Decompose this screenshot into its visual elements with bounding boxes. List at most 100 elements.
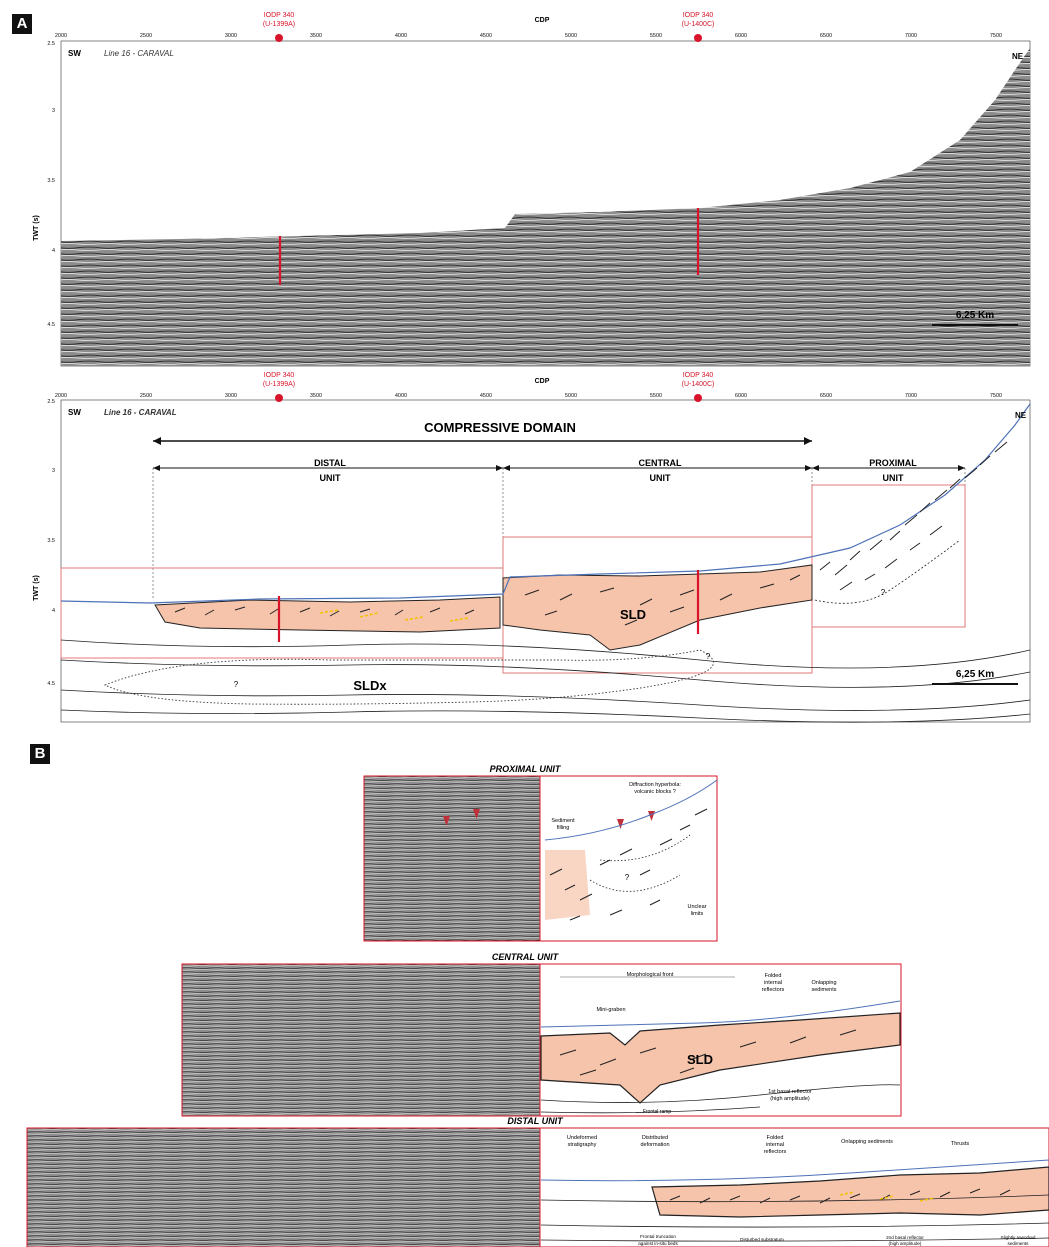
panel-b-badge: B: [30, 744, 50, 764]
cdp-tick: 2000: [55, 33, 67, 39]
central-sld-label: SLD: [687, 1052, 713, 1067]
panel-b-figure: PROXIMAL UNIT Diffraction hyperbola: vol…: [26, 764, 1049, 1247]
label-unclear-2: limits: [691, 911, 704, 917]
twt-tick: 4.5: [47, 681, 55, 687]
well-id-bottom-2: (U-1400C): [682, 381, 715, 388]
cdp-tick: 5500: [650, 33, 662, 39]
cdp-tick: 3000: [225, 33, 237, 39]
label-basal2-2: (high amplitude): [889, 1241, 922, 1246]
cdp-tick: 3500: [310, 393, 322, 399]
twt-tick: 4.5: [47, 322, 55, 328]
sw-label-bottom: SW: [68, 408, 81, 417]
twt-tick: 3: [52, 468, 55, 474]
bottom-twt-axis: 2.5 3 3.5 4 4.5: [47, 399, 55, 687]
label-minigraben: Mini-graben: [596, 1007, 625, 1013]
line-name-top: Line 16 - CARAVAL: [104, 49, 174, 58]
central-unit-title: CENTRAL UNIT: [492, 952, 560, 962]
label-sediment-1: Sediment: [551, 818, 575, 824]
label-distributed-2: deformation: [640, 1142, 669, 1148]
twt-tick: 3.5: [47, 178, 55, 184]
ne-label-bottom: NE: [1015, 411, 1027, 420]
compressive-domain-label: COMPRESSIVE DOMAIN: [424, 420, 576, 435]
cdp-tick: 2000: [55, 393, 67, 399]
panel-a-figure: 2000 2500 3000 3500 4000 4500 5000 5500 …: [33, 12, 1031, 723]
scale-bar-label-top: 6,25 Km: [956, 310, 994, 321]
well-id-bottom-1: (U-1399A): [263, 381, 295, 388]
twt-tick: 4: [52, 248, 55, 254]
cdp-tick: 6000: [735, 33, 747, 39]
central-unit-label-1: CENTRAL: [639, 458, 682, 468]
ne-label-top: NE: [1012, 52, 1024, 61]
line-name-bottom: Line 16 - CARAVAL: [104, 408, 177, 417]
cdp-tick: 5000: [565, 33, 577, 39]
diffraction-marker: [617, 811, 655, 829]
twt-tick: 2.5: [47, 399, 55, 405]
label-undeformed-2: stratigraphy: [568, 1142, 597, 1148]
label-distributed-1: Distributed: [642, 1135, 668, 1141]
label-folded-2: internal: [764, 980, 782, 986]
well-marker-u1399a-bottom: [275, 394, 283, 402]
question-mark-3: ?: [881, 588, 886, 597]
label-slightly-2: sediments: [1008, 1241, 1030, 1246]
cdp-label-bottom: CDP: [535, 378, 550, 385]
cdp-tick: 7000: [905, 33, 917, 39]
twt-tick: 3: [52, 108, 55, 114]
label-thrusts: Thrusts: [951, 1141, 970, 1147]
cdp-tick: 5000: [565, 393, 577, 399]
proximal-unit-title: PROXIMAL UNIT: [490, 764, 562, 774]
distal-unit-label-1: DISTAL: [314, 458, 346, 468]
cdp-tick: 4000: [395, 33, 407, 39]
label-basal2-1: 2nd basal reflector: [886, 1235, 924, 1240]
question-mark-1: ?: [234, 680, 239, 689]
label-onlap-2: sediments: [811, 987, 836, 993]
question-mark-4: ?: [625, 873, 630, 882]
top-twt-axis: 2.5 3 3.5 4 4.5: [47, 41, 55, 328]
proximal-unit-label-1: PROXIMAL: [869, 458, 917, 468]
cdp-tick: 5500: [650, 393, 662, 399]
label-diffraction-2: volcanic blocks ?: [634, 789, 676, 795]
distal-unit-title: DISTAL UNIT: [507, 1116, 564, 1126]
label-distal-folded-2: internal: [766, 1142, 784, 1148]
twt-tick: 3.5: [47, 538, 55, 544]
label-onlap-1: Onlapping: [811, 980, 836, 986]
scale-bar-label-bottom: 6,25 Km: [956, 669, 994, 680]
label-distal-onlap: Onlapping sediments: [841, 1139, 893, 1145]
cdp-tick: 6500: [820, 393, 832, 399]
label-slightly-1: Slightly reworked: [1001, 1235, 1036, 1240]
label-disturbed: Disturbed substratum: [740, 1237, 784, 1242]
label-unclear-1: Unclear: [688, 904, 707, 910]
label-folded-1: Folded: [765, 973, 782, 979]
distal-unit-label-2: UNIT: [320, 473, 341, 483]
label-frontal-2: against in-situ beds: [638, 1241, 678, 1246]
cdp-tick: 7500: [990, 33, 1002, 39]
well-name-top-1: IODP 340: [264, 12, 295, 19]
distal-seismic-image: [26, 1127, 541, 1247]
cdp-tick: 6500: [820, 33, 832, 39]
cdp-tick: 4000: [395, 393, 407, 399]
proximal-seismic-image: [363, 775, 541, 942]
well-marker-u1399a-top: [275, 34, 283, 42]
central-seismic-image: [181, 963, 541, 1117]
cdp-label-top: CDP: [535, 17, 550, 24]
sldx-label: SLDx: [353, 678, 387, 693]
label-morph-front: Morphological front: [627, 972, 674, 978]
well-marker-u1400c-bottom: [694, 394, 702, 402]
interpreted-section-bottom: [60, 399, 1031, 723]
question-mark-2: ?: [706, 652, 711, 661]
label-diffraction-1: Diffraction hyperbola:: [629, 782, 681, 788]
well-name-top-2: IODP 340: [683, 12, 714, 19]
sw-label-top: SW: [68, 49, 81, 58]
label-basal-1: 1st basal reflector: [768, 1089, 812, 1095]
cdp-tick: 2500: [140, 393, 152, 399]
proximal-unit-label-2: UNIT: [883, 473, 904, 483]
cdp-tick: 6000: [735, 393, 747, 399]
sld-label: SLD: [620, 607, 646, 622]
label-frontal-1: Frontal truncation: [640, 1234, 676, 1239]
well-name-bottom-1: IODP 340: [264, 372, 295, 379]
label-sediment-2: filling: [557, 825, 570, 831]
label-distal-folded-3: reflectors: [764, 1149, 787, 1155]
well-marker-u1400c-top: [694, 34, 702, 42]
twt-tick: 4: [52, 608, 55, 614]
label-folded-3: reflectors: [762, 987, 785, 993]
cdp-tick: 3000: [225, 393, 237, 399]
